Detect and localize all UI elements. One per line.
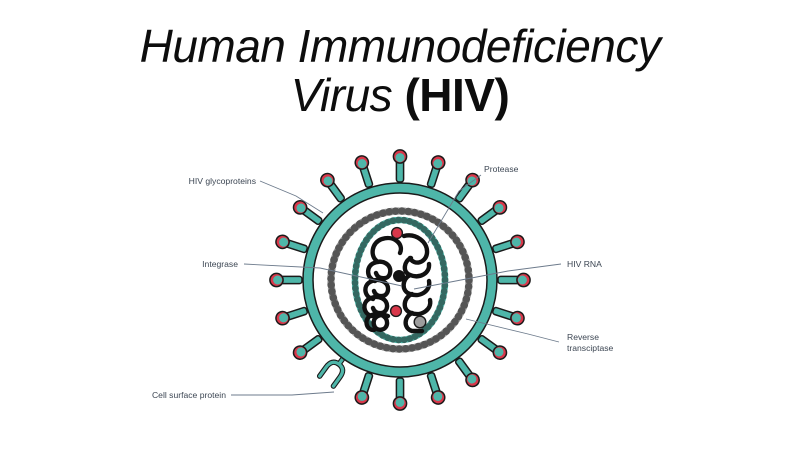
leader-hiv-glycoproteins (259, 180, 324, 214)
label-hiv-rna: HIV RNA (567, 259, 602, 269)
label-integrase: Integrase (202, 259, 238, 269)
diagram-container: HIV glycoproteins Protease Integrase HIV… (0, 130, 800, 450)
labels-group: HIV glycoproteins Protease Integrase HIV… (152, 164, 614, 400)
label-hiv-glycoproteins: HIV glycoproteins (189, 176, 256, 186)
leader-lines-group (231, 174, 562, 396)
viral-rna-strands (362, 233, 433, 334)
leader-reverse-transcriptase (465, 318, 560, 343)
cell-surface-protein-icon (316, 353, 348, 389)
matrix-protein-layer (327, 207, 473, 353)
label-protease: Protease (484, 164, 519, 174)
leader-cell-surface-protein (231, 391, 335, 396)
leader-integrase (243, 263, 403, 287)
title-line-2: Virus (HIV) (0, 68, 800, 121)
slide-title: Human Immunodeficiency Virus (HIV) (0, 22, 800, 120)
virion-group (269, 149, 531, 411)
protease-dot-lower (389, 304, 403, 318)
title-bold-part: (HIV) (404, 68, 510, 121)
integrase-dot (392, 270, 406, 283)
title-italic-part: Virus (290, 68, 405, 121)
enzyme-dots-group (389, 226, 427, 329)
label-reverse-transcriptase-line2: transciptase (567, 343, 614, 353)
label-reverse-transcriptase-line1: Reverse (567, 332, 599, 342)
hiv-virus-diagram: HIV glycoproteins Protease Integrase HIV… (152, 149, 614, 411)
leader-protease (427, 174, 482, 244)
reverse-transcriptase-dot (413, 315, 427, 329)
protease-dot (390, 226, 404, 240)
title-line-1: Human Immunodeficiency (139, 20, 661, 72)
leader-hiv-rna (413, 263, 562, 290)
label-cell-surface-protein: Cell surface protein (152, 390, 226, 400)
lipid-envelope-ring (302, 182, 498, 378)
